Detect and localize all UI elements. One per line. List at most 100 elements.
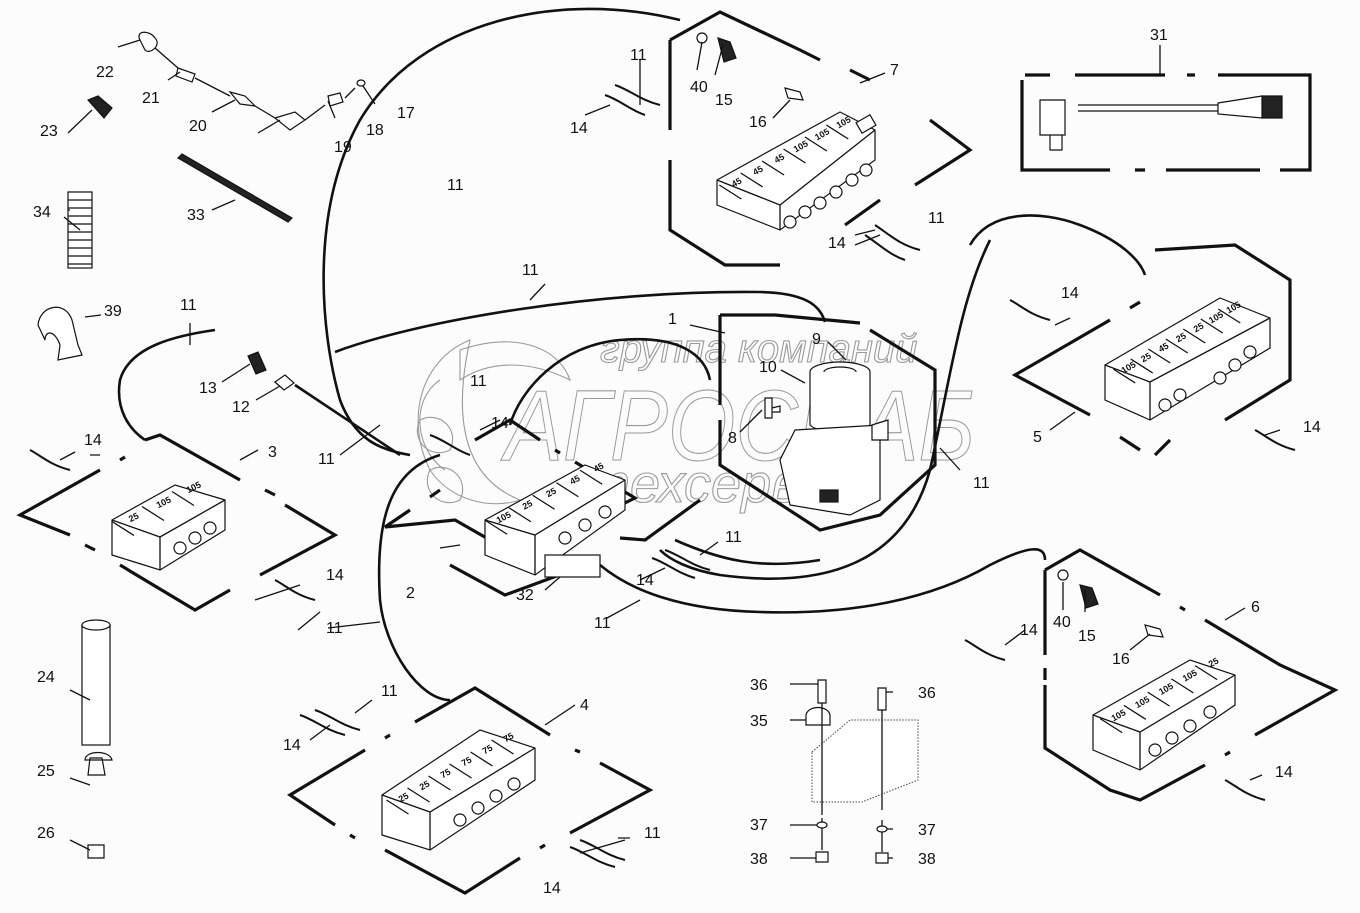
hose-inner-loop	[508, 337, 712, 426]
section-divider	[386, 799, 409, 815]
section-divider	[825, 124, 849, 140]
section-divider	[761, 160, 785, 176]
section-divider	[532, 494, 555, 510]
part-40-plug	[1057, 569, 1069, 581]
callout-11: 11	[318, 451, 335, 468]
part-39-clamp	[37, 306, 83, 361]
callout-labels: 1 2 3 4 5 6 7 8 9 10 12 13 17 18 19 20 2…	[33, 27, 1321, 897]
callout-38: 38	[750, 851, 768, 868]
section-divider	[111, 520, 135, 537]
callout-11: 11	[973, 475, 990, 492]
section-divider	[740, 172, 764, 188]
section-dosage-label: 25	[521, 498, 535, 512]
frame-group-31	[1020, 73, 1312, 172]
part-38-nut	[815, 851, 829, 863]
callout-16: 16	[749, 114, 767, 131]
part-21-nipple	[175, 67, 196, 83]
break-mark	[651, 549, 711, 579]
watermark-leaf-logo	[416, 339, 571, 505]
part-31-connector-angled	[1039, 99, 1066, 151]
section-divider	[1171, 678, 1194, 694]
callout-14: 14	[1020, 622, 1038, 639]
callout-14: 14	[283, 737, 301, 754]
callout-20: 20	[189, 118, 207, 135]
callout-11: 11	[381, 683, 398, 700]
part-15-fitting	[1079, 584, 1099, 609]
callout-23: 23	[40, 123, 58, 140]
callout-14: 14	[1275, 764, 1293, 781]
callout-38: 38	[918, 851, 936, 868]
section-divider	[484, 519, 508, 535]
callout-21: 21	[142, 90, 160, 107]
hose-lower-left	[377, 453, 451, 702]
part-17-seal	[356, 79, 366, 87]
callout-14: 14	[1303, 419, 1321, 436]
callout-40: 40	[690, 79, 708, 96]
break-mark	[569, 839, 626, 868]
part-24-grease-gun	[81, 624, 111, 746]
part-20-coupling	[228, 90, 257, 107]
callout-11: 11	[470, 373, 487, 390]
callout-14: 14	[543, 880, 561, 897]
part-31-connector-knurled	[1261, 95, 1283, 119]
hose-mid	[674, 538, 821, 566]
pump-unit[interactable]	[764, 361, 889, 516]
callout-14: 14	[326, 567, 344, 584]
hoses	[117, 7, 1147, 702]
section-divider	[1182, 328, 1206, 344]
break-mark	[429, 434, 471, 456]
section-divider	[1217, 308, 1241, 324]
section-divider	[804, 136, 828, 152]
callout-25: 25	[37, 763, 55, 780]
hose-to-fitting-12	[294, 383, 401, 457]
callout-6: 6	[1251, 599, 1260, 616]
section-dosage-label: 45	[592, 461, 606, 475]
callout-14: 14	[636, 572, 654, 589]
part-38-nut	[875, 852, 889, 864]
part-32-block	[544, 554, 601, 578]
part-19-elbow	[273, 111, 307, 131]
part-15-fitting	[717, 37, 737, 63]
callout-3: 3	[268, 444, 277, 461]
section-dosage-label: 25	[418, 779, 432, 793]
section-divider	[556, 482, 579, 498]
outlet-nozzles	[1158, 345, 1257, 412]
part-18-adapter	[327, 92, 344, 107]
callout-11: 11	[447, 177, 464, 194]
section-dosage-label: 25	[127, 511, 140, 524]
section-divider	[783, 148, 806, 164]
break-mark	[1254, 429, 1296, 451]
callout-5: 5	[1033, 429, 1042, 446]
part-22-cap	[138, 31, 158, 52]
callout-1: 1	[668, 311, 677, 328]
part-26-plug	[87, 844, 105, 859]
section-divider	[1130, 358, 1154, 374]
section-dosage-label: 25	[1174, 331, 1188, 345]
hose-bottom-mid	[599, 548, 1047, 614]
section-dosage-label: 45	[1157, 341, 1171, 355]
part-12-fitting	[274, 374, 295, 391]
callout-12: 12	[232, 399, 250, 416]
callout-18: 18	[366, 122, 384, 139]
part-37-washer	[816, 821, 828, 829]
callout-10: 10	[759, 359, 777, 376]
callout-19: 19	[334, 139, 352, 156]
part-37-washer	[876, 825, 888, 833]
part-13-cap	[247, 351, 267, 375]
pump-reservoir	[809, 372, 871, 434]
callout-34: 34	[33, 204, 51, 221]
frame-group-7	[668, 10, 973, 267]
section-dosage-label: 45	[568, 473, 582, 487]
part-35-clamp	[805, 706, 831, 726]
watermark-line-1: группа компаний	[600, 327, 917, 371]
break-mark	[1009, 299, 1051, 321]
section-divider	[579, 469, 603, 485]
callout-32: 32	[516, 587, 534, 604]
